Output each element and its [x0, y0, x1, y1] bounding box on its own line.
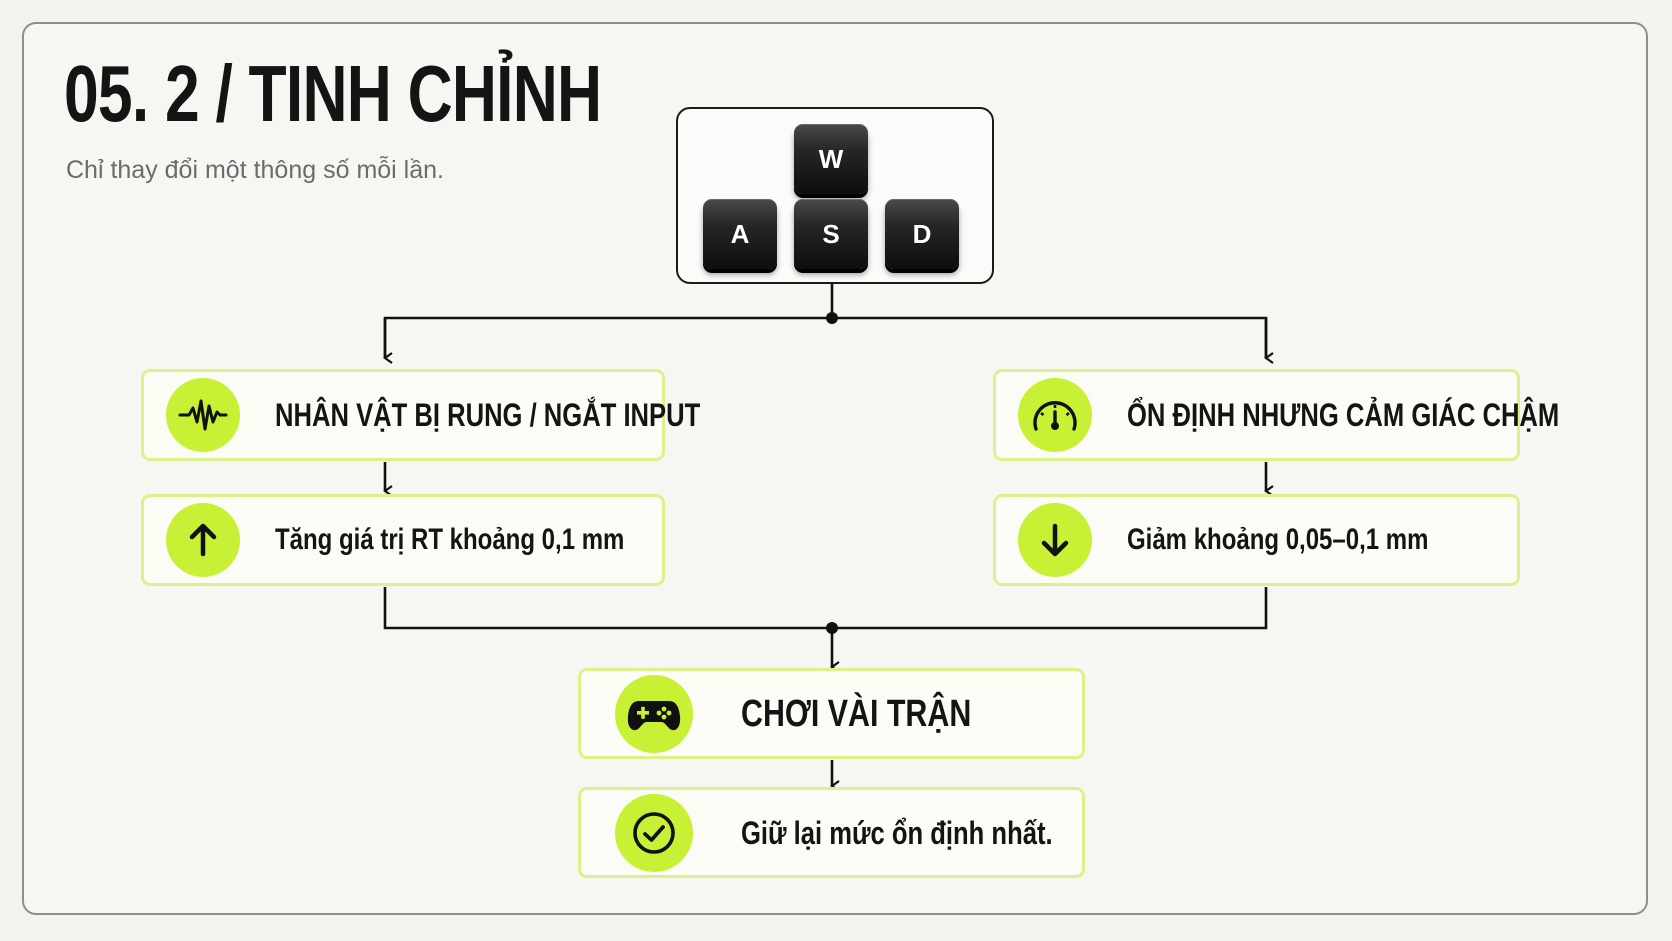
check-circle-icon: [615, 793, 693, 872]
waveform-icon: [166, 378, 240, 452]
page-subtitle: Chỉ thay đổi một thông số mỗi lần.: [66, 156, 444, 184]
key-a: A: [703, 199, 777, 269]
gamepad-icon: [615, 674, 693, 753]
right-problem-node: ỔN ĐỊNH NHƯNG CẢM GIÁC CHẬM: [993, 369, 1559, 461]
play-matches-label: CHƠI VÀI TRẬN: [741, 692, 972, 735]
right-action-node: Giảm khoảng 0,05–0,1 mm: [993, 494, 1520, 586]
left-action-node: Tăng giá trị RT khoảng 0,1 mm: [141, 494, 665, 586]
page-title: 05. 2 / TINH CHỈNH: [64, 49, 602, 138]
arrow-down-icon: [1018, 503, 1092, 577]
right-action-label: Giảm khoảng 0,05–0,1 mm: [1127, 523, 1429, 556]
left-action-label: Tăng giá trị RT khoảng 0,1 mm: [275, 523, 625, 556]
keep-stable-label: Giữ lại mức ổn định nhất.: [741, 814, 1053, 851]
speedometer-icon: [1018, 378, 1092, 452]
right-problem-label: ỔN ĐỊNH NHƯNG CẢM GIÁC CHẬM: [1127, 397, 1560, 433]
play-matches-node: CHƠI VÀI TRẬN: [578, 668, 1085, 759]
key-s: S: [794, 199, 868, 269]
arrow-up-icon: [166, 503, 240, 577]
left-problem-label: NHÂN VẬT BỊ RUNG / NGẮT INPUT: [275, 397, 701, 433]
key-d: D: [885, 199, 959, 269]
left-problem-node: NHÂN VẬT BỊ RUNG / NGẮT INPUT: [141, 369, 700, 461]
wasd-key-cluster: W A S D: [676, 107, 994, 284]
key-w: W: [794, 124, 868, 194]
keep-stable-node: Giữ lại mức ổn định nhất.: [578, 787, 1085, 878]
